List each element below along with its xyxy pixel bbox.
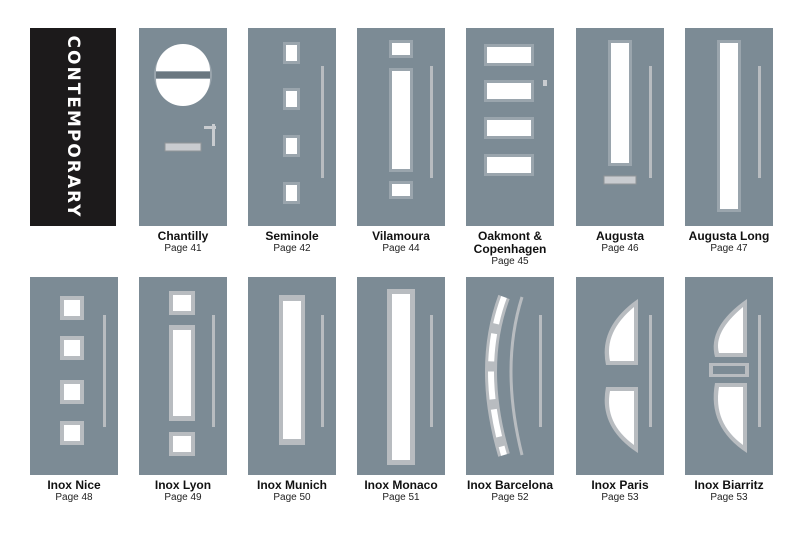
door-card-seminole[interactable]: Seminole Page 42 <box>248 28 336 254</box>
door-page: Page 51 <box>382 492 420 503</box>
section-label: CONTEMPORARY <box>30 28 116 226</box>
door-image-augusta-long <box>685 28 773 226</box>
door-image-vilamoura <box>357 28 445 226</box>
door-image-chantilly <box>139 28 227 226</box>
door-page: Page 46 <box>601 243 639 254</box>
section-label-text: CONTEMPORARY <box>63 35 83 219</box>
door-name: Inox Nice <box>47 478 101 492</box>
door-page: Page 45 <box>491 256 529 267</box>
door-card-vilamoura[interactable]: Vilamoura Page 44 <box>357 28 445 254</box>
door-card-oakmont[interactable]: Oakmont & Copenhagen Page 45 <box>466 28 554 267</box>
door-page: Page 41 <box>164 243 202 254</box>
door-image-inox-paris <box>576 277 664 475</box>
door-name: Inox Biarritz <box>694 478 764 492</box>
door-name: Vilamoura <box>372 229 430 243</box>
door-card-inox-nice[interactable]: Inox Nice Page 48 <box>30 277 118 503</box>
door-name: Seminole <box>265 229 319 243</box>
door-image-inox-monaco <box>357 277 445 475</box>
door-image-inox-nice <box>30 277 118 475</box>
door-name: Inox Barcelona <box>466 478 554 492</box>
door-image-inox-lyon <box>139 277 227 475</box>
door-image-inox-biarritz <box>685 277 773 475</box>
door-card-augusta-long[interactable]: Augusta Long Page 47 <box>685 28 773 254</box>
door-card-inox-barcelona[interactable]: Inox Barcelona Page 52 <box>466 277 554 503</box>
door-page: Page 48 <box>55 492 93 503</box>
door-name: Chantilly <box>157 229 209 243</box>
door-image-inox-barcelona <box>466 277 554 475</box>
door-name: Inox Munich <box>257 478 327 492</box>
door-name: Inox Paris <box>591 478 649 492</box>
door-card-augusta[interactable]: Augusta Page 46 <box>576 28 664 254</box>
door-page: Page 44 <box>382 243 420 254</box>
door-image-augusta <box>576 28 664 226</box>
door-name: Inox Monaco <box>364 478 438 492</box>
door-card-inox-biarritz[interactable]: Inox Biarritz Page 53 <box>685 277 773 503</box>
door-image-seminole <box>248 28 336 226</box>
door-card-inox-monaco[interactable]: Inox Monaco Page 51 <box>357 277 445 503</box>
door-image-oakmont <box>466 28 554 226</box>
door-name: Augusta <box>596 229 644 243</box>
door-page: Page 50 <box>273 492 311 503</box>
door-page: Page 53 <box>710 492 748 503</box>
door-page: Page 42 <box>273 243 311 254</box>
door-name: Inox Lyon <box>154 478 212 492</box>
door-card-inox-munich[interactable]: Inox Munich Page 50 <box>248 277 336 503</box>
door-card-inox-lyon[interactable]: Inox Lyon Page 49 <box>139 277 227 503</box>
door-page: Page 49 <box>164 492 202 503</box>
door-name: Augusta Long <box>688 229 770 243</box>
door-page: Page 53 <box>601 492 639 503</box>
door-page: Page 47 <box>710 243 748 254</box>
door-image-inox-munich <box>248 277 336 475</box>
door-card-inox-paris[interactable]: Inox Paris Page 53 <box>576 277 664 503</box>
door-card-chantilly[interactable]: Chantilly Page 41 <box>139 28 227 254</box>
door-name: Oakmont & Copenhagen <box>473 229 547 256</box>
door-page: Page 52 <box>491 492 529 503</box>
